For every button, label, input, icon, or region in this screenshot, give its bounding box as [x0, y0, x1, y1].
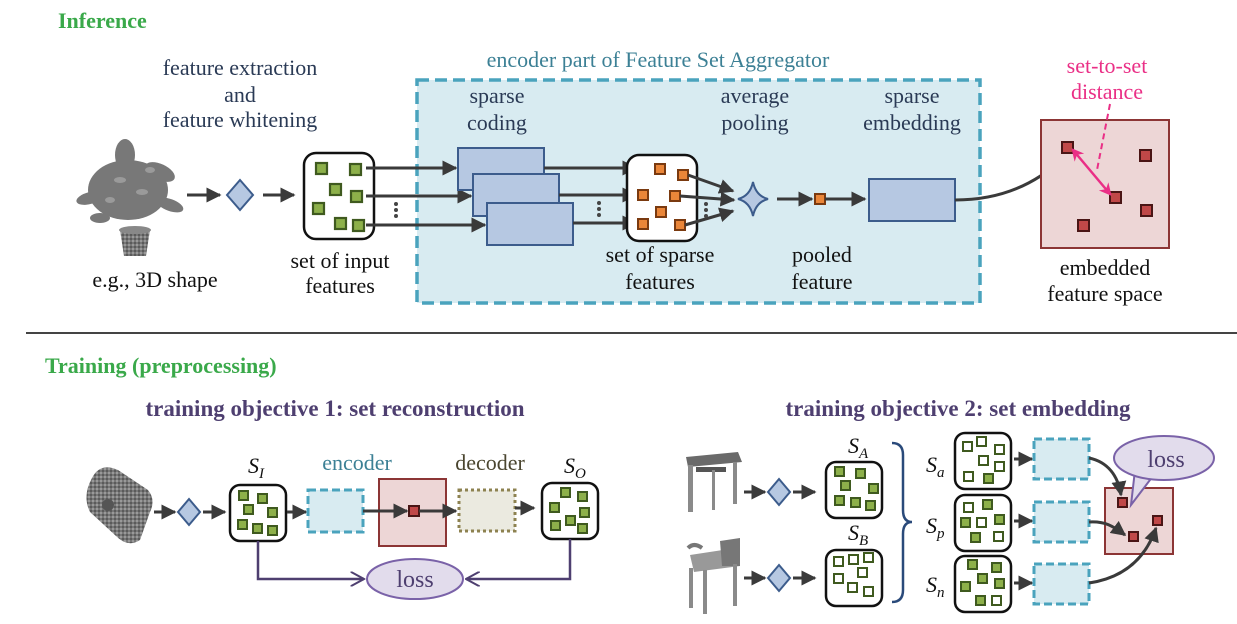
svg-text:embedded: embedded — [1060, 255, 1150, 280]
svg-text:distance: distance — [1071, 79, 1143, 104]
embedded-space — [1040, 119, 1170, 249]
objective2-title: training objective 2: set embedding — [786, 396, 1131, 421]
encoder-label: encoder — [322, 450, 392, 475]
set-sb-label: SB — [848, 520, 868, 549]
input-set-si — [228, 483, 288, 543]
arrow — [684, 207, 735, 227]
svg-text:feature space: feature space — [1047, 281, 1162, 306]
svg-text:feature: feature — [791, 269, 852, 294]
set-distance-arrow — [1071, 148, 1112, 196]
svg-text:features: features — [625, 269, 695, 294]
encoder-block-positive — [1032, 500, 1091, 544]
objective1-title: training objective 1: set reconstruction — [146, 396, 525, 421]
set-positive — [953, 493, 1013, 553]
embedded-points — [1061, 141, 1153, 232]
anchor-arrow — [1088, 456, 1127, 497]
svg-text:sparse: sparse — [470, 83, 525, 108]
input-shape-label: e.g., 3D shape — [92, 267, 217, 292]
whitening-diamond-icon — [766, 477, 792, 507]
set-sa — [824, 460, 884, 520]
whitening-diamond-icon — [225, 178, 255, 212]
input-feature-set — [302, 151, 376, 241]
arrow — [687, 173, 735, 194]
pooled-label: pooled feature — [791, 242, 852, 294]
bubble-join — [1136, 471, 1155, 476]
whitening-diamond-icon — [766, 563, 792, 593]
potted-plant-icon — [76, 139, 184, 256]
svg-text:features: features — [305, 273, 375, 298]
loss-path-input — [256, 541, 364, 579]
encoder-block — [306, 488, 365, 534]
set-negative-label: Sn — [926, 572, 945, 601]
distance-leader-line — [1096, 103, 1111, 171]
set-anchor-label: Sa — [926, 452, 945, 481]
training-heading: Training (preprocessing) — [45, 353, 277, 378]
ellipsis-icon — [597, 201, 601, 217]
loss-bubble — [1113, 435, 1215, 481]
ellipsis-icon — [704, 202, 708, 218]
loss-label: loss — [396, 567, 433, 593]
set-anchor — [953, 431, 1013, 491]
svg-text:pooled: pooled — [792, 242, 852, 267]
svg-text:coding: coding — [467, 110, 527, 135]
encoder-title: encoder part of Feature Set Aggregator — [487, 47, 830, 72]
whitening-diamond-icon — [176, 497, 202, 527]
encoder-block-anchor — [1032, 437, 1091, 481]
svg-text:feature extraction: feature extraction — [163, 55, 318, 80]
svg-text:pooling: pooling — [721, 110, 788, 135]
input-set-label: set of input features — [291, 248, 390, 298]
positive-arrow — [1088, 520, 1127, 537]
svg-text:and: and — [224, 82, 256, 107]
pooled-feature-point — [814, 193, 826, 205]
svg-text:average: average — [721, 83, 789, 108]
set-positive-label: Sp — [926, 513, 945, 542]
triplet-embedded-points — [1117, 497, 1163, 542]
set-so-label: SO — [564, 453, 586, 482]
arrow — [679, 191, 736, 207]
svg-text:set-to-set: set-to-set — [1067, 53, 1148, 78]
pooling-star-icon — [737, 181, 769, 217]
sparse-feature-set — [625, 153, 699, 243]
svg-text:sparse: sparse — [885, 83, 940, 108]
decoder-label: decoder — [455, 450, 525, 475]
chair-icon — [686, 538, 740, 614]
sparse-set-label: set of sparse features — [606, 242, 715, 294]
sparse-embedding-label: sparse embedding — [863, 83, 961, 135]
brace-icon — [891, 441, 913, 604]
average-pooling-label: average pooling — [721, 83, 789, 135]
triplet-loss-label: loss — [1147, 447, 1184, 473]
sparse-coding-blocks — [457, 147, 574, 246]
set-sa-label: SA — [848, 433, 869, 462]
output-set-so — [540, 481, 600, 541]
sparse-coding-label: sparse coding — [467, 83, 527, 135]
ellipsis-icon — [394, 202, 398, 218]
distance-label: set-to-set distance — [1067, 53, 1148, 104]
encoder-block-negative — [1032, 562, 1091, 606]
svg-text:set of input: set of input — [291, 248, 390, 273]
extraction-label: feature extraction and feature whitening — [163, 55, 318, 132]
table-icon — [686, 452, 742, 512]
set-si-label: SI — [248, 453, 265, 482]
loss-path-output — [466, 539, 572, 579]
svg-text:set of sparse: set of sparse — [606, 242, 715, 267]
embedded-space-label: embedded feature space — [1047, 255, 1162, 306]
negative-arrow — [1088, 526, 1159, 585]
embedded-point — [408, 505, 420, 517]
inference-heading: Inference — [58, 8, 147, 33]
loss-ellipse — [366, 558, 464, 600]
set-negative — [953, 554, 1013, 614]
svg-text:embedding: embedding — [863, 110, 961, 135]
car-icon — [86, 467, 153, 544]
decoder-block — [457, 488, 517, 533]
sparse-embedding-block — [868, 178, 956, 222]
svg-text:feature whitening: feature whitening — [163, 107, 318, 132]
set-sb — [824, 548, 884, 608]
